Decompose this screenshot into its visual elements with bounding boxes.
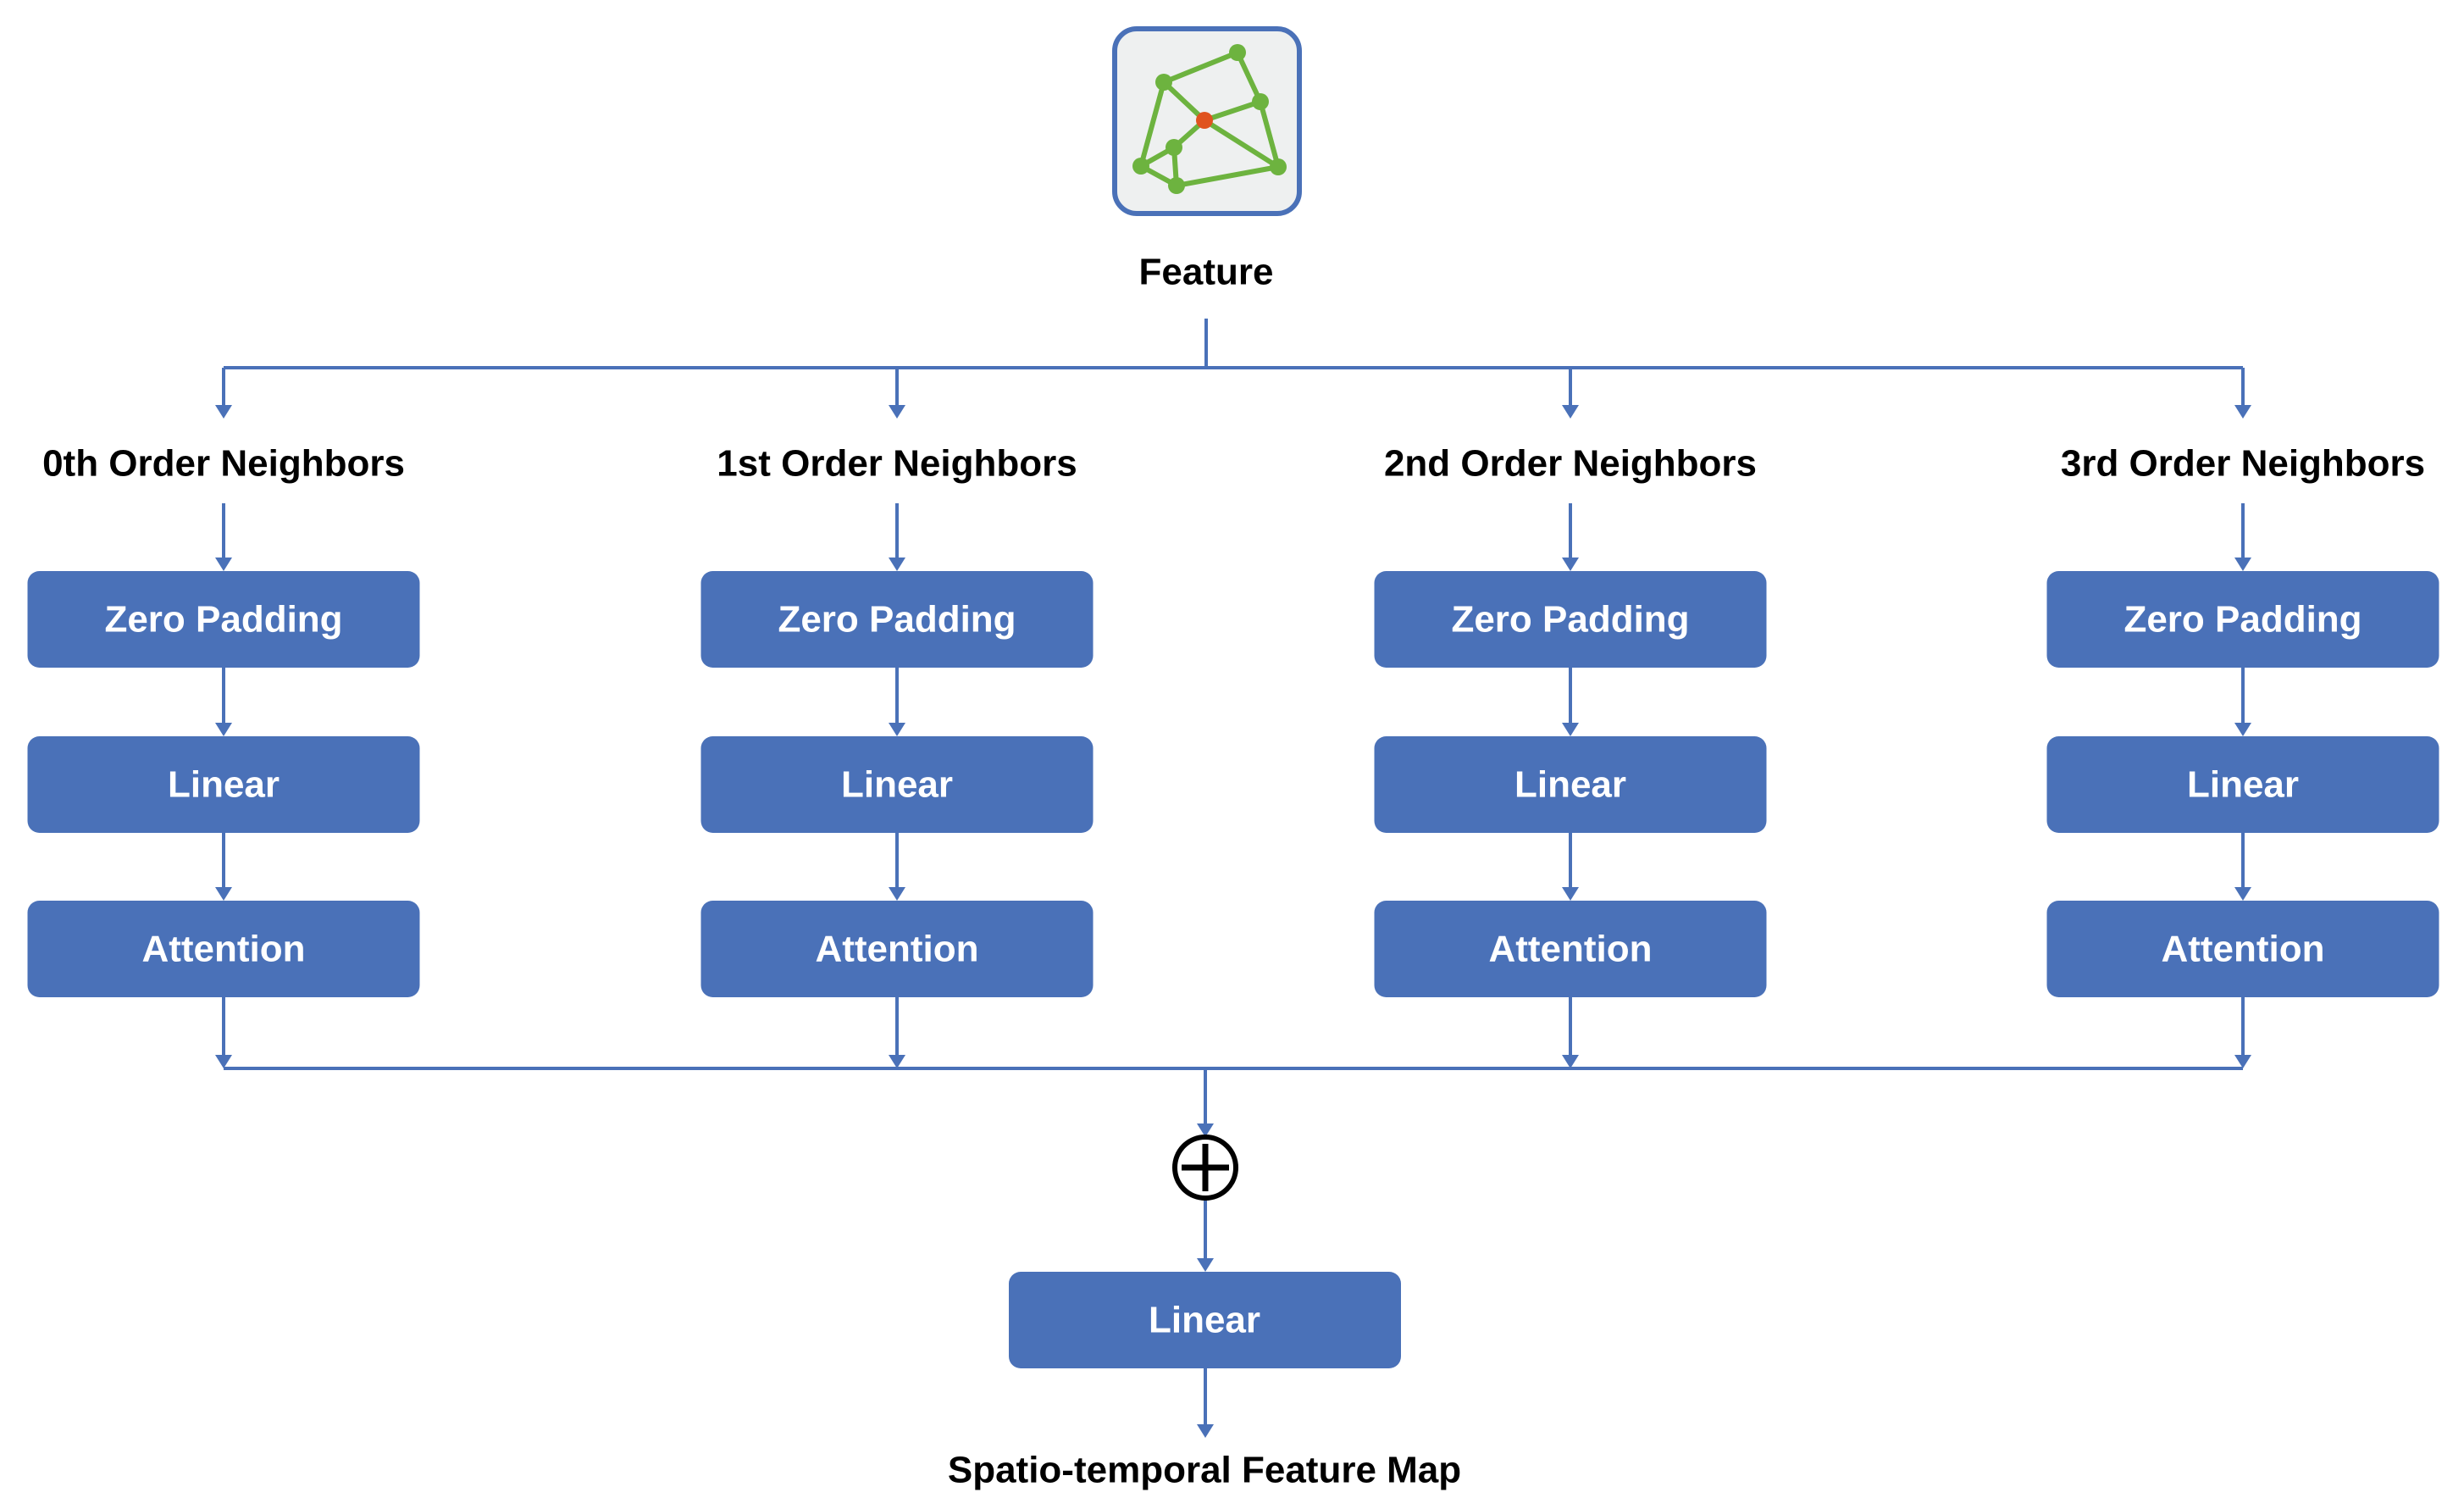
input-feature-label: Feature bbox=[1139, 252, 1274, 293]
linear-block: Linear bbox=[700, 736, 1094, 833]
block-label: Attention bbox=[815, 929, 978, 970]
merge-arrow bbox=[2234, 997, 2251, 1068]
zero-padding-block: Zero Padding bbox=[700, 571, 1094, 668]
block-label: Zero Padding bbox=[2123, 599, 2362, 641]
block-label: Linear bbox=[1514, 764, 1626, 806]
linear-block: Linear bbox=[2046, 736, 2439, 833]
block-label: Zero Padding bbox=[1451, 599, 1689, 641]
split-arrow bbox=[1562, 368, 1579, 419]
column-label: 2nd Order Neighbors bbox=[1384, 443, 1757, 485]
step-arrow bbox=[2234, 833, 2251, 901]
merge-arrow bbox=[215, 997, 232, 1068]
linear-block: Linear bbox=[27, 736, 420, 833]
attention-block: Attention bbox=[27, 901, 420, 997]
block-label: Linear bbox=[168, 764, 280, 806]
split-arrow bbox=[215, 368, 232, 419]
split-arrow bbox=[2234, 368, 2251, 419]
split-arrow bbox=[889, 368, 905, 419]
step-arrow bbox=[1562, 833, 1579, 901]
block-label: Attention bbox=[2161, 929, 2324, 970]
final-linear-label: Linear bbox=[1149, 1300, 1260, 1341]
zero-padding-block: Zero Padding bbox=[1374, 571, 1767, 668]
column-label: 1st Order Neighbors bbox=[717, 443, 1077, 485]
output-arrow bbox=[1197, 1368, 1214, 1438]
column-label: 3rd Order Neighbors bbox=[2061, 443, 2425, 485]
label-arrow bbox=[889, 503, 905, 571]
output-feature-map-label: Spatio-temporal Feature Map bbox=[948, 1450, 1461, 1491]
attention-block: Attention bbox=[1374, 901, 1767, 997]
step-arrow bbox=[889, 833, 905, 901]
sum-out-arrow bbox=[1197, 1198, 1214, 1272]
sum-in-arrow bbox=[1197, 1068, 1214, 1137]
block-label: Attention bbox=[141, 929, 305, 970]
step-arrow bbox=[215, 833, 232, 901]
label-arrow bbox=[215, 503, 232, 571]
attention-block: Attention bbox=[2046, 901, 2439, 997]
linear-block: Linear bbox=[1374, 736, 1767, 833]
input-split-connector bbox=[224, 319, 2243, 369]
attention-block: Attention bbox=[700, 901, 1094, 997]
step-arrow bbox=[889, 668, 905, 736]
merge-arrow bbox=[889, 997, 905, 1068]
zero-padding-block: Zero Padding bbox=[27, 571, 420, 668]
column-label: 0th Order Neighbors bbox=[42, 443, 405, 485]
block-label: Zero Padding bbox=[104, 599, 342, 641]
block-label: Linear bbox=[2187, 764, 2299, 806]
block-label: Linear bbox=[841, 764, 953, 806]
step-arrow bbox=[2234, 668, 2251, 736]
merge-arrow bbox=[1562, 997, 1579, 1068]
zero-padding-block: Zero Padding bbox=[2046, 571, 2439, 668]
step-arrow bbox=[1562, 668, 1579, 736]
sum-operator-icon bbox=[1172, 1135, 1238, 1201]
label-arrow bbox=[1562, 503, 1579, 571]
merge-connector bbox=[224, 1067, 2243, 1438]
block-label: Attention bbox=[1488, 929, 1652, 970]
graph-network-icon bbox=[1112, 26, 1302, 216]
final-linear-block: Linear bbox=[1009, 1272, 1401, 1368]
block-label: Zero Padding bbox=[778, 599, 1016, 641]
step-arrow bbox=[215, 668, 232, 736]
label-arrow bbox=[2234, 503, 2251, 571]
